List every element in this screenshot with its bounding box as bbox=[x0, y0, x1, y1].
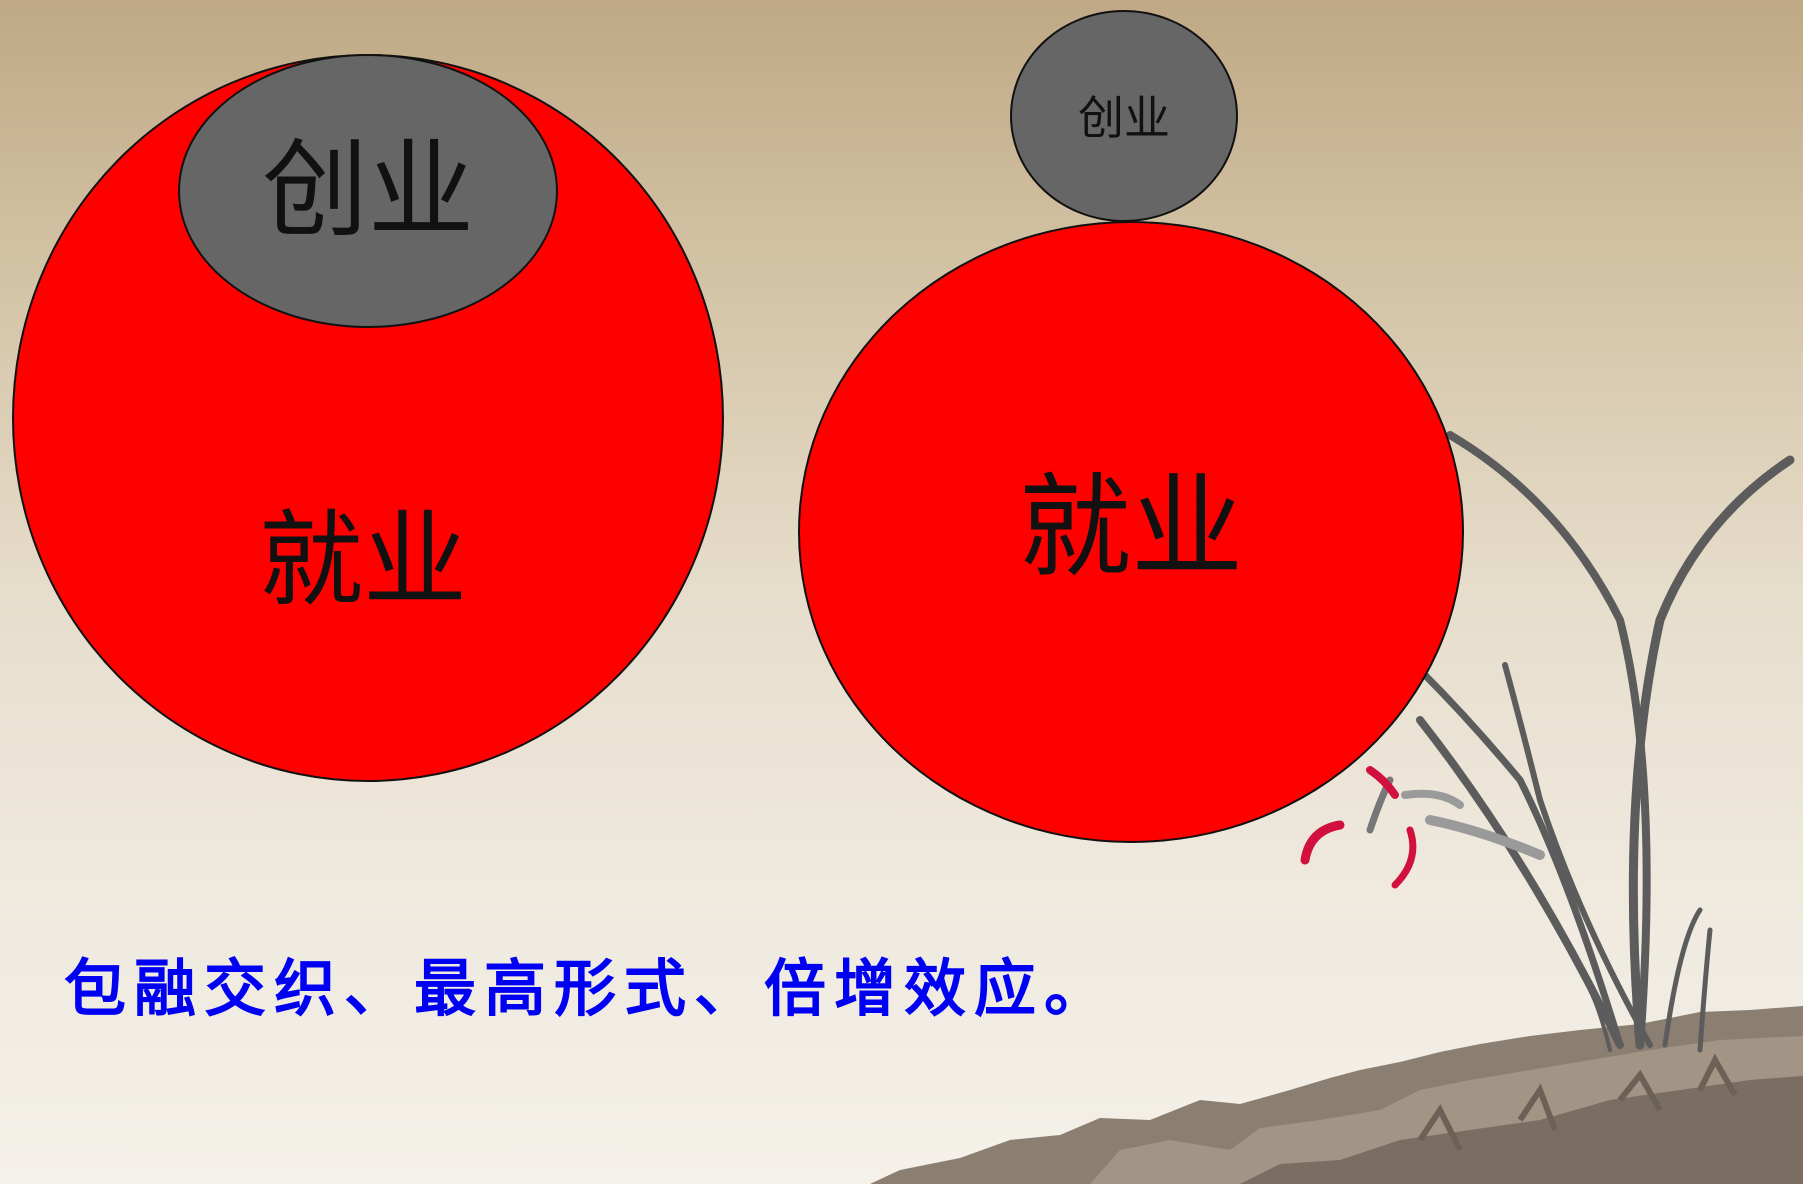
entrepreneurship-circle-top: 创业 bbox=[1010, 10, 1238, 222]
employment-label-right: 就业 bbox=[1019, 463, 1243, 593]
orchid-icon bbox=[1366, 431, 1795, 1053]
employment-circle-right: 就业 bbox=[798, 221, 1464, 843]
entrepreneurship-label-top: 创业 bbox=[1078, 91, 1170, 145]
orchid-flower-icon bbox=[1300, 766, 1417, 889]
employment-label-left: 就业 bbox=[259, 499, 468, 621]
caption-text: 包融交织、最高形式、倍增效应。 bbox=[64, 952, 1115, 1025]
entrepreneurship-circle-inner: 创业 bbox=[178, 54, 558, 328]
entrepreneurship-label-inner: 创业 bbox=[262, 129, 474, 252]
rock-icon bbox=[870, 1006, 1803, 1184]
